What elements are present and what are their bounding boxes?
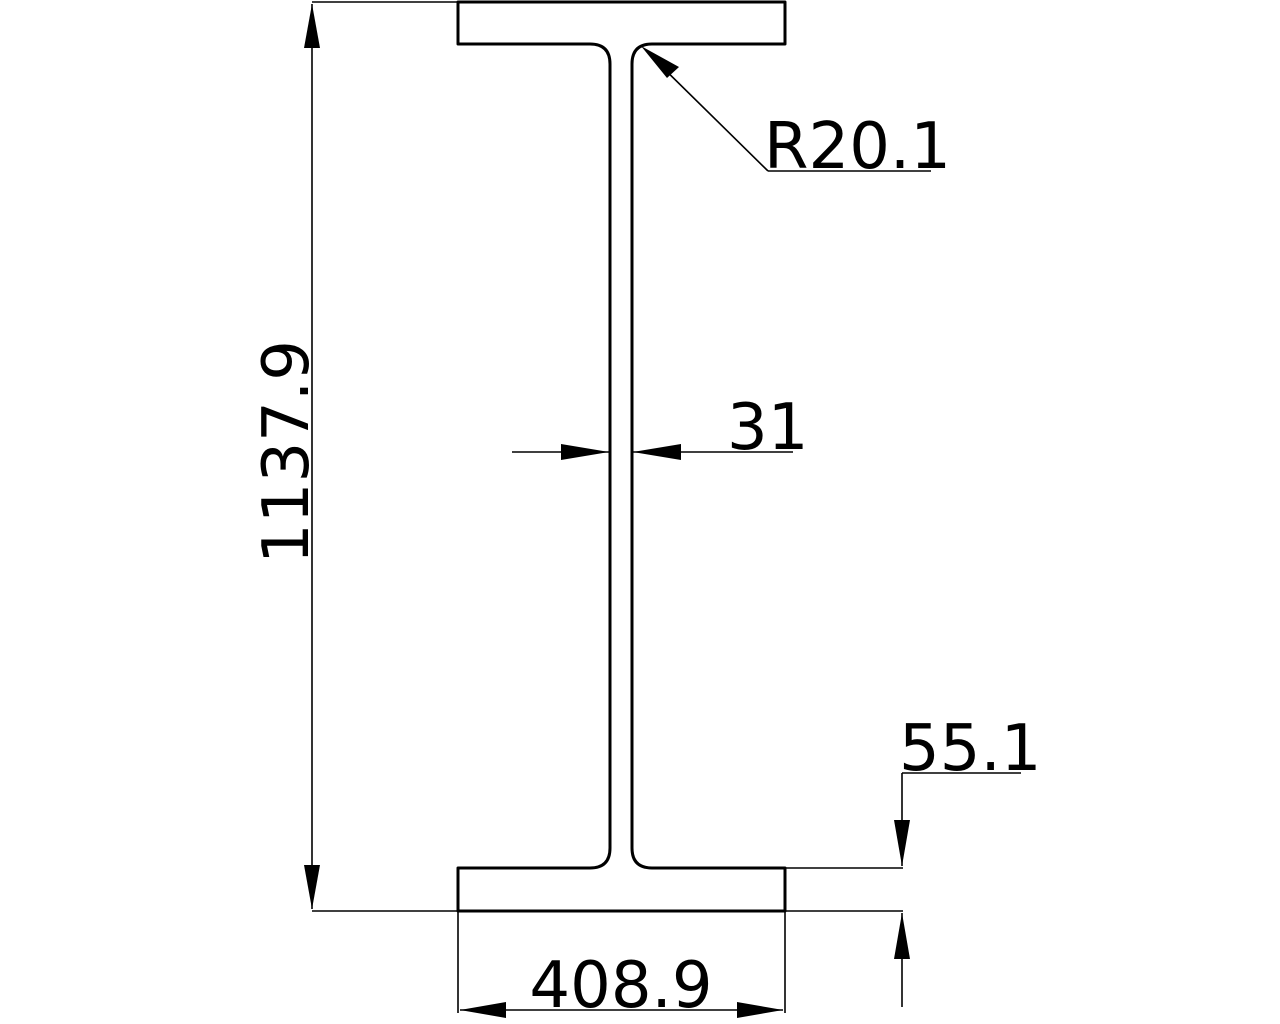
radius-arrow bbox=[641, 46, 679, 78]
flange-thickness-label: 55.1 bbox=[899, 712, 1042, 786]
radius-dimension-label: R20.1 bbox=[764, 110, 951, 184]
web-thickness-label: 31 bbox=[727, 391, 808, 465]
height-arrow-bottom bbox=[304, 865, 320, 909]
flange-width-label: 408.9 bbox=[529, 949, 712, 1023]
height-dimension: 1137.9 bbox=[250, 1, 458, 912]
flange-arrow-bottom bbox=[894, 913, 910, 959]
flange-width-dimension: 408.9 bbox=[457, 911, 786, 1023]
height-dimension-label: 1137.9 bbox=[250, 340, 324, 564]
radius-dimension: R20.1 bbox=[641, 46, 951, 184]
web-arrow-left bbox=[561, 444, 609, 460]
height-arrow-top bbox=[304, 4, 320, 48]
width-arrow-left bbox=[460, 1002, 506, 1018]
flange-arrow-top bbox=[894, 820, 910, 866]
flange-thickness-dimension: 55.1 bbox=[785, 712, 1042, 1007]
web-arrow-right bbox=[633, 444, 681, 460]
width-arrow-right bbox=[737, 1002, 783, 1018]
web-thickness-dimension: 31 bbox=[512, 391, 808, 465]
